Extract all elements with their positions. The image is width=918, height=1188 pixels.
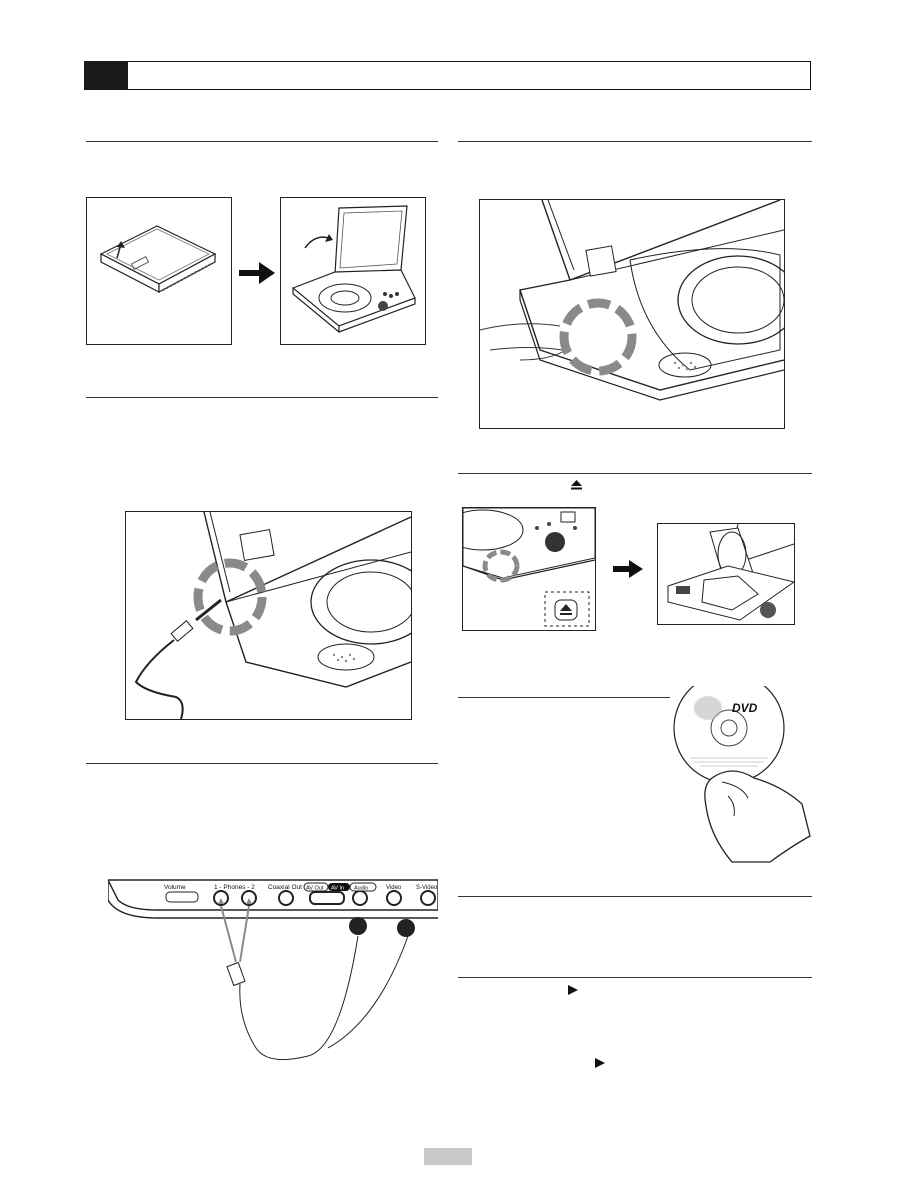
eject-button-illustration (462, 507, 596, 631)
av-out-label: AV Out (306, 886, 324, 892)
closed-player-illustration (86, 197, 232, 345)
s-video-label: S-Video (416, 885, 438, 891)
section-number-tab (84, 61, 128, 90)
audio-label: Audio (354, 886, 368, 892)
section-rule-open-lid (86, 141, 438, 142)
page-number-box (424, 1148, 472, 1165)
phones-label: 1 - Phones - 2 (214, 884, 255, 891)
play-icon (568, 985, 578, 995)
power-switch-illustration (479, 199, 785, 429)
section-rule-headphones (86, 763, 438, 764)
power-cable-illustration (125, 511, 412, 720)
coaxial-out-label: Coaxial Out (268, 884, 302, 891)
disc-logo: DVD (732, 701, 758, 715)
front-panel-connectors-illustration: Volume 1 - Phones - 2 Coaxial Out AV Out… (108, 870, 438, 1080)
right-arrow-icon (613, 560, 643, 578)
section-header-bar (84, 61, 811, 90)
right-arrow-icon (239, 262, 275, 284)
play-icon (595, 1058, 605, 1068)
section-rule-close (458, 896, 812, 897)
open-player-illustration (280, 197, 426, 345)
eject-icon (571, 480, 582, 490)
section-rule-eject (458, 473, 812, 474)
open-tray-illustration (657, 523, 795, 625)
dvd-disc-in-hand-illustration: DVD (672, 686, 812, 866)
video-label: Video (386, 885, 402, 891)
av-in-label: AV In (331, 886, 344, 892)
section-rule-play (458, 977, 812, 978)
section-rule-disc (458, 697, 670, 698)
section-rule-power (458, 141, 812, 142)
section-rule-power-cable (86, 397, 438, 398)
volume-label: Volume (164, 884, 186, 891)
